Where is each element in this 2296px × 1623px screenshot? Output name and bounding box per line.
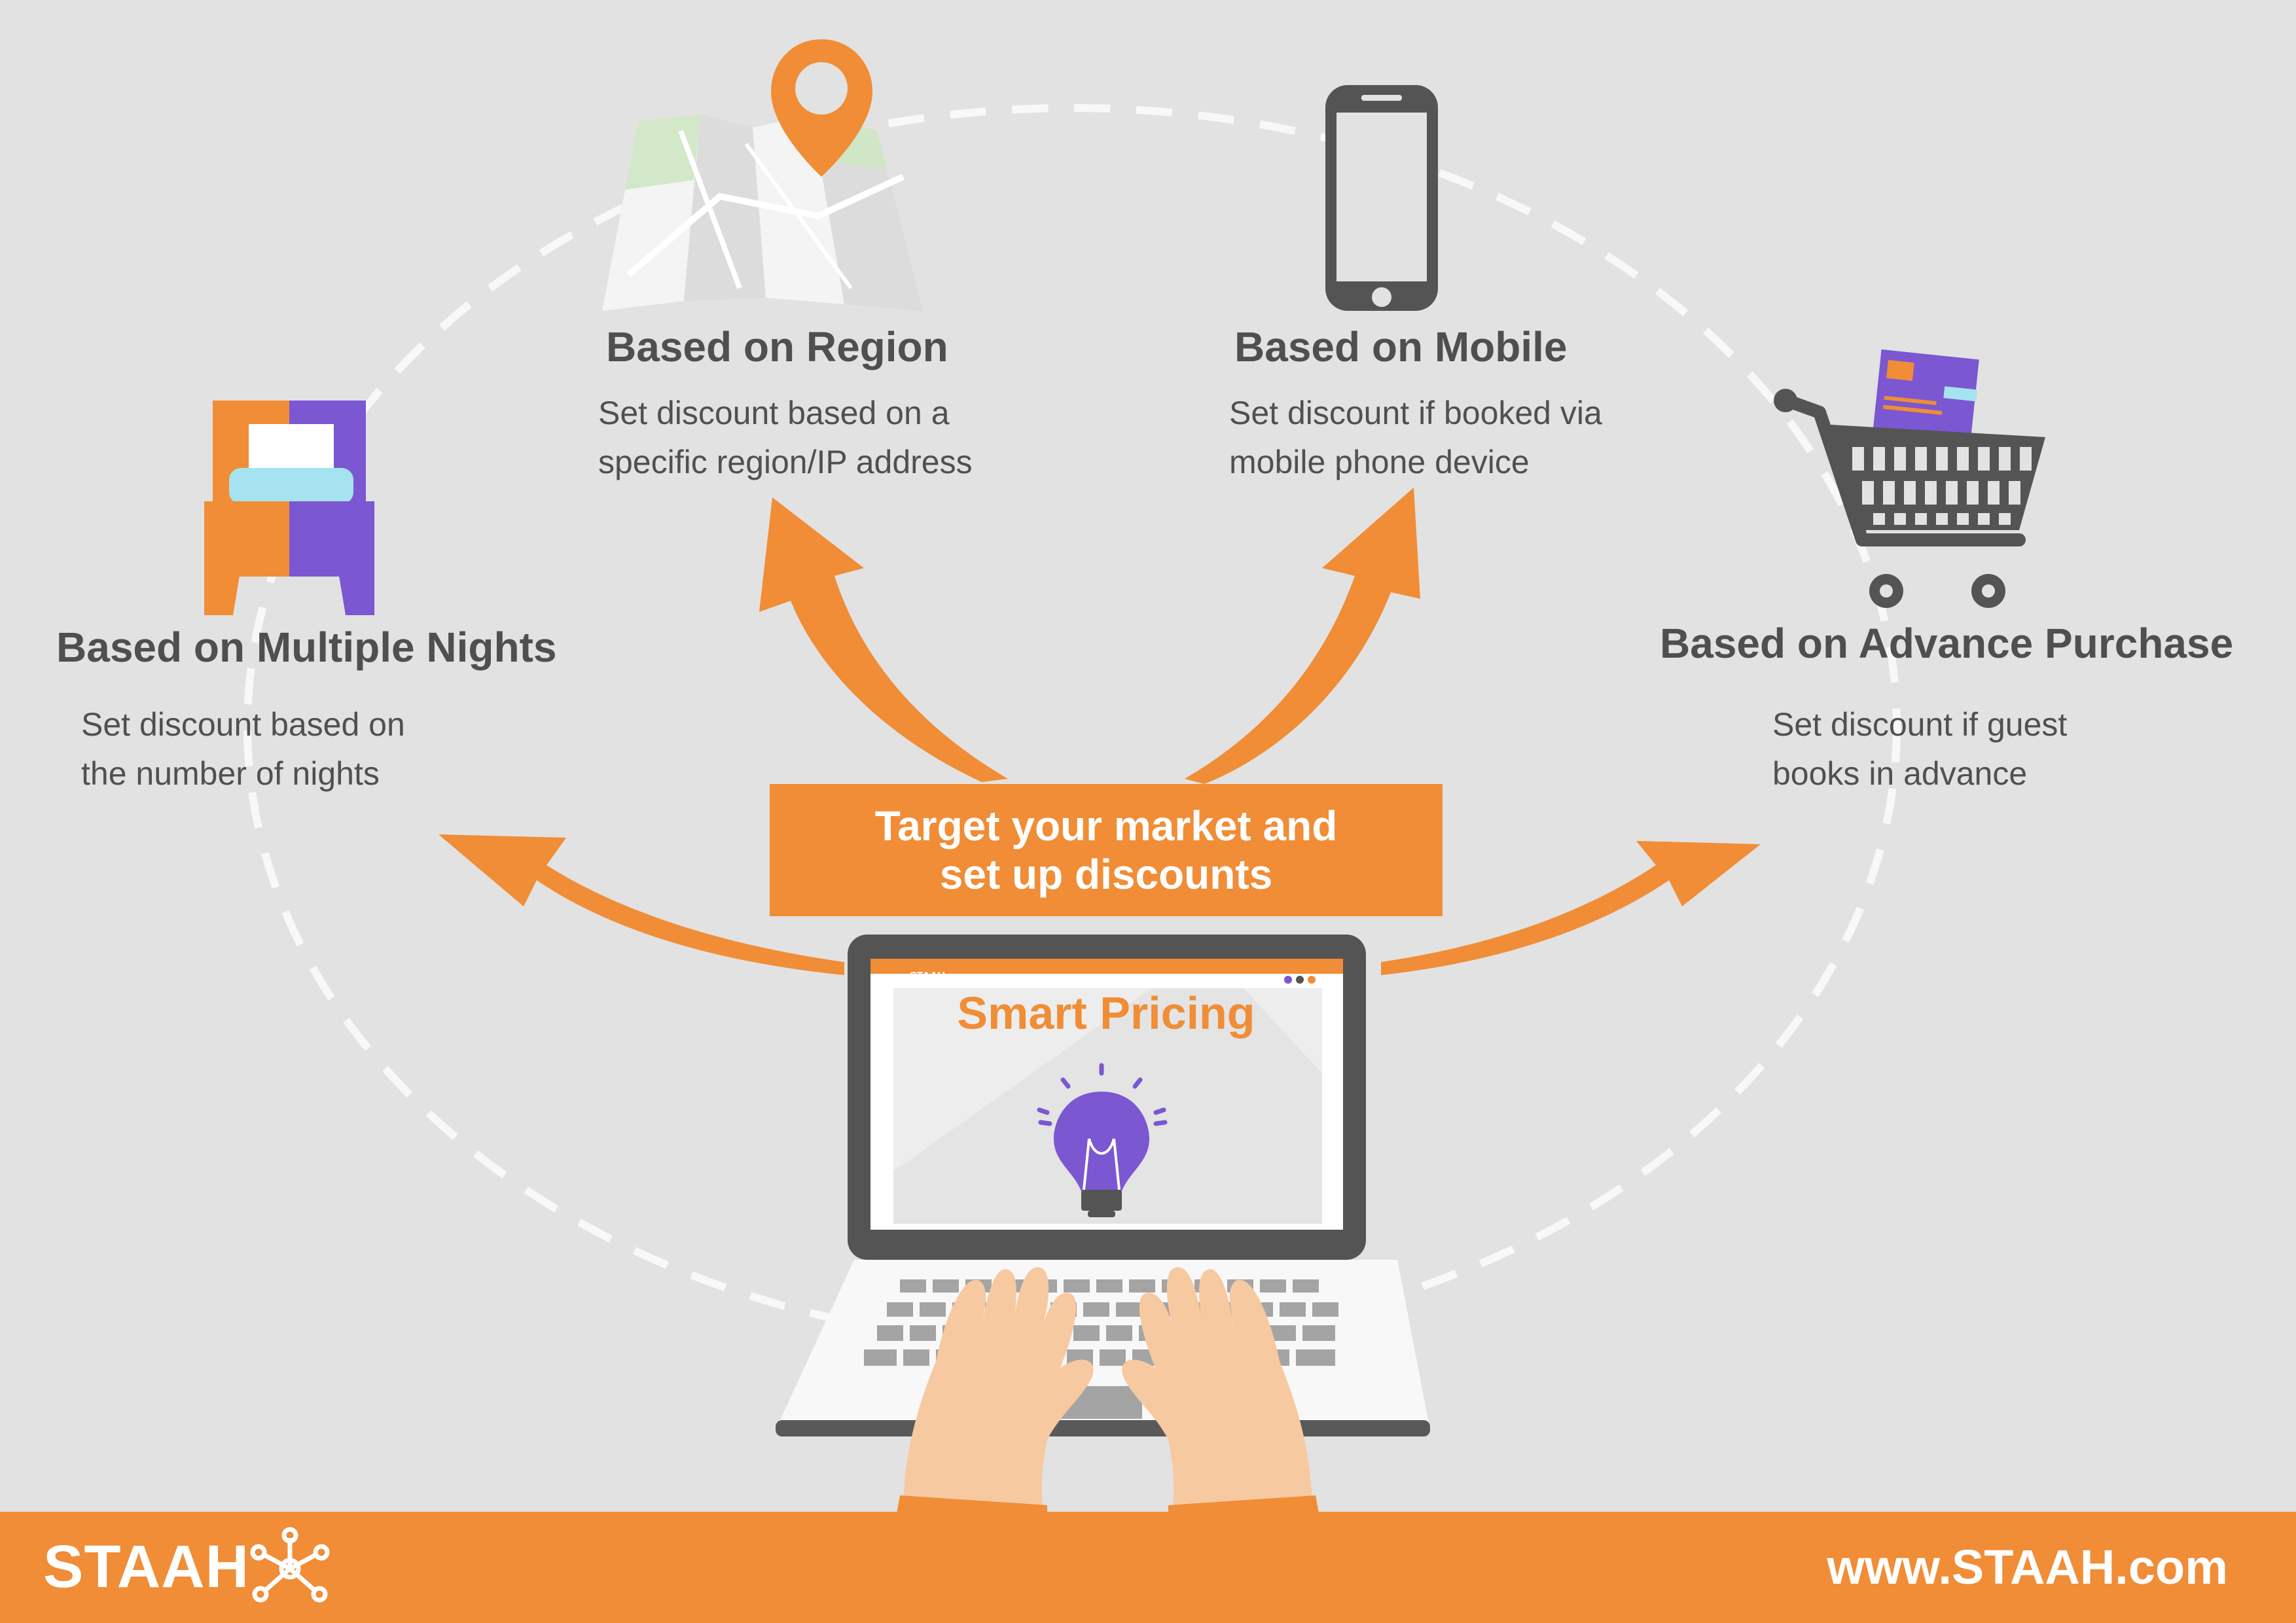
arrow-to-multiple-nights [439,834,844,975]
region-title: Based on Region [606,323,948,370]
advance-purchase-desc-line2: books in advance [1772,755,2028,792]
footer-website-link[interactable]: www.STAAH.com [1827,1540,2228,1594]
arrow-to-mobile [1185,488,1420,784]
mobile-description: Set discount if booked via mobile phone … [1229,389,1602,487]
region-description: Set discount based on a specific region/… [598,389,973,487]
lightbulb-icon [1037,1063,1168,1217]
shopping-cart-icon [1774,349,2045,608]
mobile-desc-line2: mobile phone device [1229,444,1530,480]
region-desc-line2: specific region/IP address [598,444,973,480]
region-desc-line1: Set discount based on a [598,395,950,431]
typing-hands [897,1267,1319,1513]
multiple-nights-title: Based on Multiple Nights [56,624,557,671]
advance-purchase-title: Based on Advance Purchase [1660,620,2234,667]
laptop-screen-brand: STAAH [910,971,945,982]
center-label-line2: set up discounts [939,851,1273,898]
mobile-desc-line1: Set discount if booked via [1229,395,1602,431]
arrow-to-advance-purchase [1381,841,1761,975]
laptop-screen-title: Smart Pricing [957,988,1255,1039]
map-pin-icon [602,39,923,311]
smartphone-icon [1325,85,1438,311]
center-label-box: Target your market and set up discounts [770,784,1443,916]
multiple-nights-description: Set discount based on the number of nigh… [81,700,405,798]
center-label-line1: Target your market and [874,802,1338,849]
advance-purchase-desc-line1: Set discount if guest [1772,706,2068,743]
arrow-to-region [759,497,1008,782]
footer-bar: STAAH www.STAAH.com [0,1512,2296,1623]
footer-brand-logo: STAAH [43,1533,250,1600]
multiple-nights-desc-line2: the number of nights [81,755,380,792]
mobile-title: Based on Mobile [1234,323,1568,370]
multiple-nights-desc-line1: Set discount based on [81,706,405,743]
network-nodes-icon [250,1527,330,1603]
advance-purchase-description: Set discount if guest books in advance [1772,700,2067,798]
bed-icon [204,401,374,615]
